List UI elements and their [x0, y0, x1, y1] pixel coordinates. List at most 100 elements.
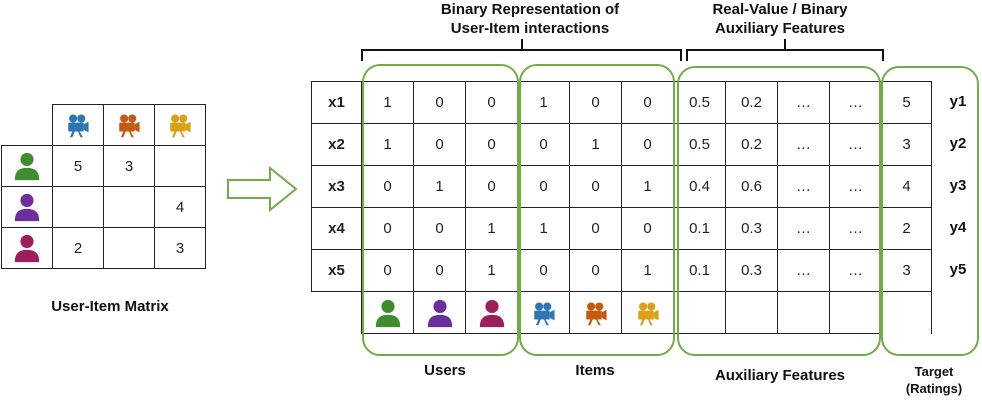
auxiliary-cell — [777, 291, 830, 334]
user-cell: 1 — [413, 165, 466, 208]
user-cell: 1 — [361, 81, 414, 124]
users-label: Users — [424, 362, 466, 379]
item-cell: 0 — [517, 123, 570, 166]
row-label-x: x1 — [311, 81, 362, 124]
icon-row-blank — [312, 292, 362, 334]
auxiliary-cell: 0.6 — [725, 165, 778, 208]
row-label-y: y1 — [949, 93, 967, 110]
row-label-y: y4 — [949, 219, 967, 236]
row-label-x: x4 — [311, 207, 362, 250]
item-cell: 0 — [569, 249, 622, 292]
right-arrow-icon — [227, 166, 298, 212]
matrix-corner — [2, 105, 53, 146]
user-cell: 0 — [413, 207, 466, 250]
user-cell: 1 — [465, 249, 518, 292]
item-cell: 0 — [517, 165, 570, 208]
target-cell — [881, 291, 932, 334]
target-cell: 3 — [881, 123, 932, 166]
item-cell: 1 — [569, 123, 622, 166]
auxiliary-cell: 0.1 — [673, 207, 726, 250]
movie-camera-blue-icon — [52, 104, 104, 146]
user-cell: 0 — [361, 165, 414, 208]
auxiliary-cell: … — [777, 207, 830, 250]
auxiliary-header: Real-Value / Binary Auxiliary Features — [712, 1, 848, 37]
row-label-y: y5 — [949, 261, 967, 278]
binary-bracket — [361, 39, 682, 61]
movie-camera-gold-icon — [621, 291, 674, 334]
user-cell: 0 — [413, 123, 466, 166]
user-cell: 0 — [413, 81, 466, 124]
item-cell: 1 — [517, 81, 570, 124]
user-item-matrix-label: User-Item Matrix — [51, 298, 169, 315]
auxiliary-cell: 0.3 — [725, 207, 778, 250]
user-cell: 1 — [465, 207, 518, 250]
binary-representation-header: Binary Representation of User-Item inter… — [440, 1, 620, 37]
auxiliary-bracket — [686, 39, 884, 61]
user-cell: 1 — [361, 123, 414, 166]
matrix-cell: 5 — [52, 145, 104, 187]
auxiliary-cell — [725, 291, 778, 334]
user-cell: 0 — [413, 249, 466, 292]
user-cell: 0 — [465, 81, 518, 124]
auxiliary-cell: 0.1 — [673, 249, 726, 292]
matrix-cell — [103, 227, 155, 269]
user-magenta-icon — [1, 227, 53, 269]
user-green-icon — [1, 145, 53, 187]
target-cell: 5 — [881, 81, 932, 124]
movie-camera-blue-icon — [517, 291, 570, 334]
user-cell: 0 — [361, 207, 414, 250]
auxiliary-cell — [673, 291, 726, 334]
row-label-x: x3 — [311, 165, 362, 208]
auxiliary-cell: … — [829, 123, 882, 166]
item-cell: 0 — [621, 207, 674, 250]
items-label: Items — [575, 362, 615, 379]
row-label-y: y3 — [949, 177, 967, 194]
auxiliary-cell: 0.4 — [673, 165, 726, 208]
user-cell: 0 — [465, 165, 518, 208]
auxiliary-cell: … — [829, 165, 882, 208]
user-purple-icon — [1, 186, 53, 228]
auxiliary-cell: … — [777, 249, 830, 292]
item-cell: 0 — [621, 81, 674, 124]
target-cell: 2 — [881, 207, 932, 250]
item-cell: 1 — [621, 165, 674, 208]
auxiliary-cell: 0.5 — [673, 123, 726, 166]
row-label-y: y2 — [949, 135, 967, 152]
matrix-cell — [103, 186, 155, 228]
item-cell: 1 — [517, 207, 570, 250]
target-cell: 4 — [881, 165, 932, 208]
auxiliary-cell: … — [777, 81, 830, 124]
matrix-cell: 2 — [52, 227, 104, 269]
matrix-cell: 3 — [103, 145, 155, 187]
movie-camera-gold-icon — [154, 104, 206, 146]
movie-camera-orange-icon — [569, 291, 622, 334]
user-cell: 0 — [465, 123, 518, 166]
target-cell: 3 — [881, 249, 932, 292]
matrix-cell: 4 — [154, 186, 206, 228]
user-item-matrix: 5 3 4 2 3 — [1, 104, 206, 269]
auxiliary-cell: … — [829, 81, 882, 124]
auxiliary-cell: 0.2 — [725, 123, 778, 166]
auxiliary-cell: … — [829, 207, 882, 250]
auxiliary-cell: … — [777, 123, 830, 166]
auxiliary-cell: 0.5 — [673, 81, 726, 124]
icon-row — [312, 291, 932, 334]
matrix-cell: 3 — [154, 227, 206, 269]
item-cell: 0 — [621, 123, 674, 166]
movie-camera-orange-icon — [103, 104, 155, 146]
user-purple-icon — [413, 291, 466, 334]
auxiliary-features-label: Auxiliary Features — [714, 367, 846, 384]
row-label-x: x5 — [311, 249, 362, 292]
auxiliary-cell: … — [777, 165, 830, 208]
matrix-cell — [52, 186, 104, 228]
row-label-x: x2 — [311, 123, 362, 166]
item-cell: 0 — [569, 81, 622, 124]
item-cell: 0 — [517, 249, 570, 292]
user-cell: 0 — [361, 249, 414, 292]
